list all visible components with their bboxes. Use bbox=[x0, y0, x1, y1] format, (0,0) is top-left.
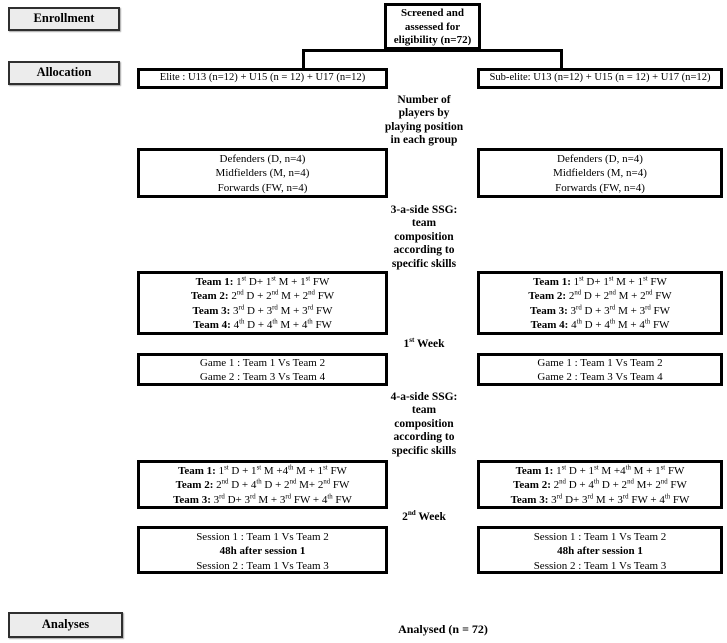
sessions-week2-box-elite: Session 1 : Team 1 Vs Team 2 48h after s… bbox=[137, 526, 388, 574]
positions-line: Midfielders (M, n=4) bbox=[215, 167, 310, 180]
session-line: Session 2 : Team 1 Vs Team 3 bbox=[196, 559, 329, 572]
team-line: Team 2: 2nd D + 4th D + 2nd M+ 2nd FW bbox=[480, 478, 720, 492]
session-note-line: 48h after session 1 bbox=[557, 545, 643, 558]
team-line: Team 3: 3rd D + 3rd M + 3rd FW bbox=[480, 304, 720, 318]
team-composition: 2nd D + 4th D + 2nd M+ 2nd FW bbox=[213, 478, 350, 492]
note-4aside-ssg: 4-a-side SSG: team composition according… bbox=[390, 391, 458, 457]
team-composition: 3rd D + 3rd M + 3rd FW bbox=[567, 303, 670, 317]
team-line: Team 2: 2nd D + 4th D + 2nd M+ 2nd FW bbox=[140, 478, 385, 492]
branch-horizontal-line bbox=[302, 49, 563, 52]
note-3aside-ssg: 3-a-side SSG: team composition according… bbox=[390, 204, 458, 270]
team-label: Team 3: bbox=[173, 493, 211, 506]
teams-3aside-box-sub-elite: Team 1: 1st D+ 1st M + 1st FW Team 2: 2n… bbox=[477, 271, 723, 335]
branch-left-vertical-line bbox=[302, 49, 305, 70]
team-composition: 3rd D+ 3rd M + 3rd FW + 4th FW bbox=[548, 492, 690, 506]
game-line: Game 2 : Team 3 Vs Team 4 bbox=[199, 370, 326, 383]
game-line: Game 1 : Team 1 Vs Team 2 bbox=[199, 357, 326, 369]
stage-label-allocation: Allocation bbox=[8, 61, 120, 85]
team-label: Team 3: bbox=[192, 304, 231, 317]
team-line: Team 4: 4th D + 4th M + 4th FW bbox=[480, 318, 720, 332]
team-line: Team 2: 2nd D + 2nd M + 2nd FW bbox=[140, 289, 385, 303]
team-line: Team 3: 3rd D+ 3rd M + 3rd FW + 4th FW bbox=[140, 493, 385, 507]
allocation-box-elite: Elite : U13 (n=12) + U15 (n = 12) + U17 … bbox=[137, 68, 388, 89]
team-composition: 2nd D + 2nd M + 2nd FW bbox=[228, 289, 335, 303]
team-line: Team 1: 1st D + 1st M +4th M + 1st FW bbox=[480, 464, 720, 478]
team-composition: 2nd D + 4th D + 2nd M+ 2nd FW bbox=[550, 478, 687, 492]
stage-label-analyses: Analyses bbox=[8, 612, 123, 638]
games-week1-box-sub-elite: Game 1 : Team 1 Vs Team 2 Game 2 : Team … bbox=[477, 353, 723, 386]
note-positions: Number of players by playing position in… bbox=[384, 94, 464, 147]
teams-4aside-box-elite: Team 1: 1st D + 1st M +4th M + 1st FW Te… bbox=[137, 460, 388, 509]
team-line: Team 3: 3rd D + 3rd M + 3rd FW bbox=[140, 304, 385, 318]
branch-right-vertical-line bbox=[560, 49, 563, 70]
team-composition: 3rd D+ 3rd M + 3rd FW + 4th FW bbox=[210, 492, 352, 506]
team-label: Team 2: bbox=[175, 479, 214, 492]
team-line: Team 4: 4th D + 4th M + 4th FW bbox=[140, 318, 385, 332]
positions-box-sub-elite: Defenders (D, n=4) Midfielders (M, n=4) … bbox=[477, 148, 723, 198]
team-line: Team 3: 3rd D+ 3rd M + 3rd FW + 4th FW bbox=[480, 493, 720, 507]
team-line: Team 1: 1st D+ 1st M + 1st FW bbox=[480, 275, 720, 289]
session-line: Session 2 : Team 1 Vs Team 3 bbox=[533, 559, 667, 572]
team-label: Team 2: bbox=[528, 290, 567, 303]
session-line: Session 1 : Team 1 Vs Team 2 bbox=[196, 531, 329, 543]
team-composition: 1st D + 1st M +4th M + 1st FW bbox=[215, 464, 347, 477]
screened-box: Screened and assessed for eligibility (n… bbox=[384, 3, 481, 50]
note-week2: 2nd Week bbox=[402, 509, 446, 523]
team-line: Team 2: 2nd D + 2nd M + 2nd FW bbox=[480, 289, 720, 303]
team-composition: 3rd D + 3rd M + 3rd FW bbox=[230, 303, 333, 317]
team-label: Team 1: bbox=[195, 276, 234, 288]
team-label: Team 1: bbox=[178, 465, 216, 477]
positions-line: Forwards (FW, n=4) bbox=[555, 181, 645, 194]
team-label: Team 3: bbox=[530, 304, 568, 317]
team-label: Team 2: bbox=[513, 479, 551, 492]
games-week1-box-elite: Game 1 : Team 1 Vs Team 2 Game 2 : Team … bbox=[137, 353, 388, 386]
team-label: Team 4: bbox=[530, 318, 569, 331]
teams-3aside-box-elite: Team 1: 1st D+ 1st M + 1st FW Team 2: 2n… bbox=[137, 271, 388, 335]
team-label: Team 1: bbox=[533, 276, 571, 288]
team-composition: 1st D+ 1st M + 1st FW bbox=[233, 275, 330, 288]
note-analysed: Analysed (n = 72) bbox=[398, 622, 488, 636]
positions-line: Forwards (FW, n=4) bbox=[217, 181, 308, 194]
team-label: Team 2: bbox=[190, 290, 229, 303]
positions-line: Midfielders (M, n=4) bbox=[553, 167, 647, 180]
team-label: Team 3: bbox=[510, 493, 549, 506]
note-week1: 1st Week bbox=[403, 336, 445, 350]
positions-line: Defenders (D, n=4) bbox=[557, 153, 643, 165]
team-composition: 2nd D + 2nd M + 2nd FW bbox=[566, 289, 672, 303]
game-line: Game 2 : Team 3 Vs Team 4 bbox=[537, 370, 663, 383]
team-line: Team 1: 1st D+ 1st M + 1st FW bbox=[140, 275, 385, 289]
team-composition: 1st D+ 1st M + 1st FW bbox=[570, 275, 667, 288]
sessions-week2-box-sub-elite: Session 1 : Team 1 Vs Team 2 48h after s… bbox=[477, 526, 723, 574]
positions-box-elite: Defenders (D, n=4) Midfielders (M, n=4) … bbox=[137, 148, 388, 198]
team-line: Team 1: 1st D + 1st M +4th M + 1st FW bbox=[140, 464, 385, 478]
positions-line: Defenders (D, n=4) bbox=[219, 153, 306, 165]
session-line: Session 1 : Team 1 Vs Team 2 bbox=[533, 531, 667, 543]
team-composition: 4th D + 4th M + 4th FW bbox=[230, 318, 332, 331]
stage-label-enrollment: Enrollment bbox=[8, 7, 120, 31]
team-composition: 4th D + 4th M + 4th FW bbox=[568, 318, 670, 331]
session-note-line: 48h after session 1 bbox=[219, 545, 306, 558]
team-label: Team 1: bbox=[515, 465, 554, 477]
team-label: Team 4: bbox=[193, 318, 231, 331]
teams-4aside-box-sub-elite: Team 1: 1st D + 1st M +4th M + 1st FW Te… bbox=[477, 460, 723, 509]
team-composition: 1st D + 1st M +4th M + 1st FW bbox=[553, 464, 685, 477]
allocation-box-sub-elite: Sub-elite: U13 (n=12) + U15 (n = 12) + U… bbox=[477, 68, 723, 89]
game-line: Game 1 : Team 1 Vs Team 2 bbox=[537, 357, 663, 369]
